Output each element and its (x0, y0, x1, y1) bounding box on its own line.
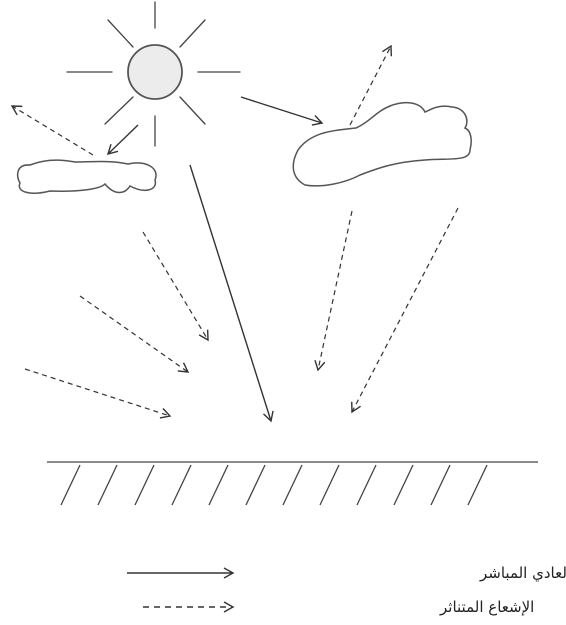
ground (47, 461, 538, 506)
scatter-arrow-right-cloud-up (349, 44, 392, 126)
legend-direct-label: الإشعاع العادي المباشر (479, 564, 566, 583)
direct-arrow-to-right-cloud (240, 96, 324, 126)
hatch-line (134, 464, 155, 506)
hatch-line (393, 464, 414, 506)
scatter-arrow-3 (24, 368, 172, 419)
hatch-line (356, 464, 377, 506)
scatter-arrow-4 (314, 210, 353, 372)
hatch-line (245, 464, 266, 506)
scatter-arrow-2 (79, 295, 190, 373)
direct-arrow-to-ground (189, 164, 274, 423)
legend: الإشعاع العادي المباشر الإشعاع المتناثر (127, 564, 566, 616)
hatch-line (60, 464, 81, 506)
scattered-radiation-arrows (10, 44, 459, 419)
direct-radiation-arrows (106, 96, 324, 423)
hatch-line (319, 464, 340, 506)
legend-scattered-label: الإشعاع المتناثر (439, 598, 534, 616)
direct-arrow-to-left-cloud (106, 124, 139, 156)
scatter-arrow-left-cloud-up (10, 105, 94, 156)
scatter-arrow-1 (142, 231, 209, 342)
sun-rays (66, 1, 241, 147)
hatch-line (208, 464, 229, 506)
scatter-arrow-5 (351, 207, 459, 414)
ground-hatching (60, 464, 488, 506)
cloud-left (16, 159, 157, 194)
cloud-right (292, 101, 472, 187)
hatch-line (97, 464, 118, 506)
hatch-line (171, 464, 192, 506)
sun-disc (127, 44, 183, 100)
hatch-line (430, 464, 451, 506)
hatch-line (467, 464, 488, 506)
hatch-line (282, 464, 303, 506)
sun (66, 1, 241, 147)
